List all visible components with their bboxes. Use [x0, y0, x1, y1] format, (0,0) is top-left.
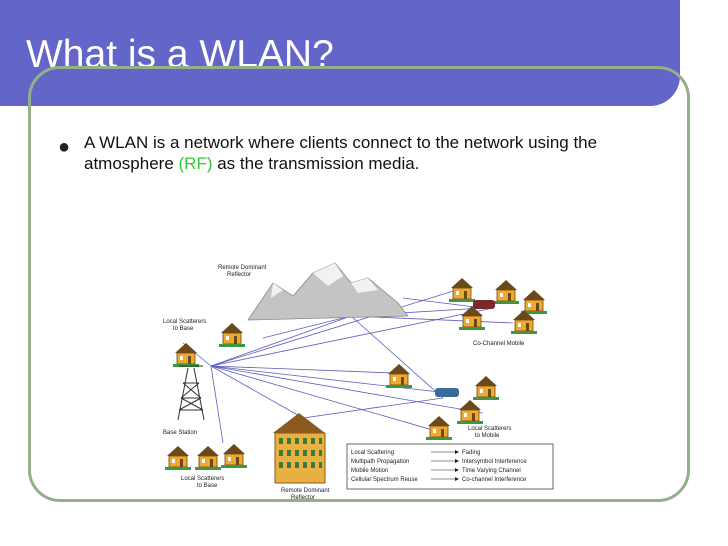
bullet-text-after: as the transmission media.	[212, 154, 420, 173]
diagram-shape	[302, 397, 444, 419]
label-local-scatterers-1: Local Scatterers	[163, 319, 206, 325]
diagram-shape	[350, 315, 514, 324]
diagram-shape	[351, 278, 378, 293]
diagram-shape	[210, 365, 444, 434]
diagram-shape	[402, 297, 484, 309]
diagram-shape	[247, 262, 409, 321]
diagram-shape	[313, 263, 343, 286]
diagram-shape	[295, 462, 299, 468]
diagram-shape	[319, 462, 322, 468]
base-station-tower	[177, 365, 205, 421]
diagram-shape	[311, 438, 315, 444]
diagram-shape	[287, 438, 291, 444]
diagram-shape	[274, 432, 326, 484]
office-building-illustration	[273, 413, 326, 484]
diagram-shape	[346, 443, 554, 490]
diagram-shape	[303, 450, 307, 456]
house-icon	[425, 415, 453, 441]
diagram-shape	[271, 283, 283, 298]
label-local-base-1: Local Scatterers	[181, 476, 224, 482]
diagram-shape	[180, 397, 204, 411]
legend-effect-1: Fading	[462, 450, 480, 456]
diagram-shape	[455, 477, 459, 481]
label-co-channel: Co-Channel Mobile	[473, 341, 525, 347]
diagram-shape	[319, 438, 322, 444]
diagram-shape	[279, 462, 283, 468]
house-icon	[456, 399, 484, 425]
title-bar: What is a WLAN?	[0, 0, 680, 106]
bullet-text-before: A WLAN is a network where clients connec…	[84, 133, 598, 173]
label-base-station: Base Station	[163, 430, 197, 436]
diagram-shape	[180, 382, 200, 399]
diagram-shape	[273, 413, 325, 433]
diagram-shape	[210, 365, 449, 394]
diagram-shape	[182, 382, 202, 399]
diagram-shape	[262, 315, 352, 339]
legend-effect-2: Intersymbol Interference	[462, 459, 527, 465]
diagram-shape	[295, 450, 299, 456]
label-remote-bottom-1: Remote Dominant	[281, 488, 330, 494]
legend-cause-4: Cellular Spectrum Reuse	[351, 477, 418, 483]
content-frame	[28, 66, 690, 502]
legend-box: Local Scattering Multipath Propagation M…	[346, 443, 554, 490]
label-local-mobile-2: to Mobile	[475, 433, 500, 439]
signal-lines	[182, 287, 514, 444]
diagram-shape	[287, 462, 291, 468]
mobile-car	[435, 388, 459, 397]
diagram-shape	[279, 450, 283, 456]
legend-effect-3: Time Varying Channel	[462, 468, 521, 474]
house-icon	[164, 445, 192, 471]
diagram-shape	[455, 450, 459, 454]
house-icon	[172, 342, 200, 368]
label-remote-bottom-2: Reflector	[291, 495, 315, 501]
diagram-shape	[319, 450, 322, 456]
diagram-shape	[178, 397, 202, 411]
diagram-shape	[287, 450, 291, 456]
co-channel-car	[473, 300, 495, 309]
mountain-illustration	[247, 262, 409, 321]
diagram-shape	[455, 468, 459, 472]
bullet-text: A WLAN is a network where clients connec…	[84, 132, 684, 174]
diagram-shape	[279, 438, 283, 444]
diagram-shape	[455, 450, 459, 481]
bullet-dot-icon: ●	[58, 136, 71, 158]
house-icon	[385, 363, 413, 389]
label-local-base-2: to Base	[197, 483, 218, 489]
diagram-shape	[210, 365, 304, 419]
diagram-shape	[193, 367, 205, 421]
diagram-shape	[210, 365, 224, 444]
label-local-scatterers-2: to Base	[173, 326, 194, 332]
diagram-shape	[295, 438, 299, 444]
label-local-mobile-1: Local Scatterers	[468, 426, 511, 432]
diagram-shape	[210, 365, 394, 374]
house-icon	[472, 375, 500, 401]
legend-cause-1: Local Scattering	[351, 450, 394, 456]
diagram-shape	[303, 462, 307, 468]
wlan-diagram: Remote Dominant Reflector Co-Channel Mob…	[163, 248, 563, 510]
diagram-shape	[455, 459, 459, 463]
house-icon	[220, 443, 248, 469]
legend-effect-4: Co-channel Interference	[462, 477, 527, 483]
bullet-highlight: (RF)	[178, 154, 213, 173]
diagram-shape	[210, 365, 484, 414]
label-remote-top-1: Remote Dominant	[218, 265, 267, 271]
diagram-shape	[350, 315, 444, 399]
diagram-shape	[311, 450, 315, 456]
label-remote-top-2: Reflector	[227, 272, 251, 278]
house-icon	[448, 277, 476, 303]
diagram-shape	[311, 462, 315, 468]
diagram-shape	[279, 438, 322, 468]
diagram-shape	[210, 287, 464, 367]
diagram-shape	[210, 315, 352, 367]
diagram-shape	[177, 367, 189, 421]
house-icon	[492, 279, 520, 305]
house-icon	[194, 445, 222, 471]
diagram-shape	[431, 451, 455, 480]
legend-cause-2: Multipath Propagation	[351, 459, 409, 465]
house-icon	[218, 322, 246, 348]
diagram-shape	[303, 438, 307, 444]
legend-cause-3: Mobile Motion	[351, 468, 388, 474]
house-icon	[520, 289, 548, 315]
diagram-shape	[210, 307, 494, 367]
